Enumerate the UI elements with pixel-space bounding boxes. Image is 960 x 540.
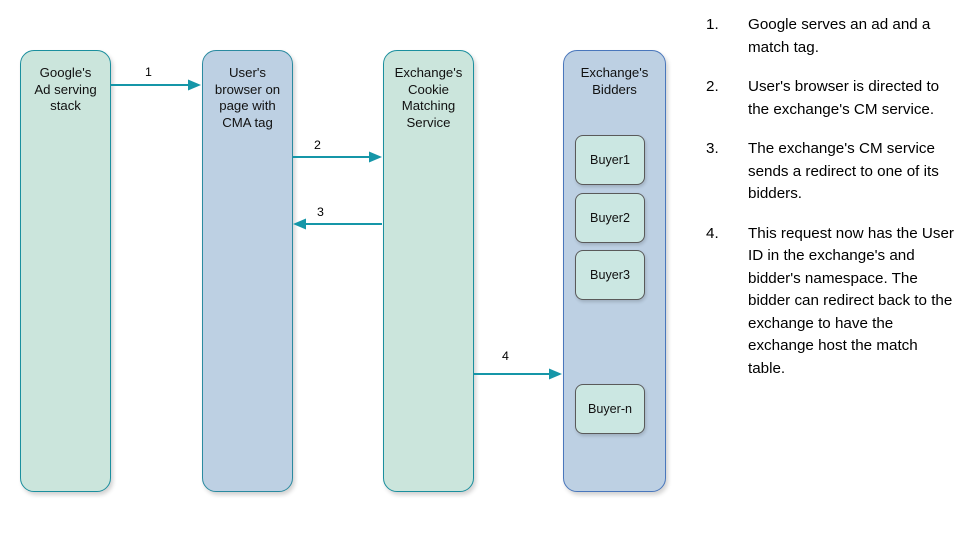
buyer-box-buyer-n[interactable]: Buyer-n: [575, 384, 645, 434]
buyer-box-buyer-2[interactable]: Buyer2: [575, 193, 645, 243]
buyer-label: Buyer2: [590, 211, 630, 225]
step-item: 1. Google serves an ad and a match tag.: [706, 14, 956, 59]
step-item: 4. This request now has the User ID in th…: [706, 223, 956, 381]
arrow-arrow-2: [293, 151, 382, 163]
step-item: 3. The exchange's CM service sends a redi…: [706, 138, 956, 206]
buyer-label: Buyer-n: [587, 402, 633, 416]
step-number: 4.: [706, 224, 719, 242]
node-label: Exchange's Cookie Matching Service: [394, 65, 463, 130]
arrow-number-label-4: 4: [502, 349, 509, 363]
arrow-number-label-2: 2: [314, 138, 321, 152]
step-number: 2.: [706, 78, 719, 95]
arrow-number-label-1: 1: [145, 65, 152, 79]
buyer-label: Buyer3: [590, 268, 630, 282]
steps-list: 1. Google serves an ad and a match tag. 2.…: [706, 14, 956, 397]
step-text: Google serves an ad and a match tag.: [748, 16, 931, 56]
node-exchange-cookie-matching-service[interactable]: Exchange's Cookie Matching Service: [383, 50, 474, 492]
buyer-label: Buyer1: [590, 153, 630, 167]
node-user-browser[interactable]: User's browser on page with CMA tag: [202, 50, 293, 492]
step-text: The exchange's CM service sends a redire…: [748, 140, 939, 202]
node-label: User's browser on page with CMA tag: [214, 65, 281, 130]
buyer-box-buyer-3[interactable]: Buyer3: [575, 250, 645, 300]
arrow-arrow-4: [474, 368, 562, 380]
step-text: User's browser is directed to the exchan…: [748, 78, 940, 118]
arrow-arrow-3: [293, 218, 382, 230]
step-text: This request now has the User ID in the …: [748, 224, 954, 377]
step-number: 3.: [706, 140, 719, 157]
arrow-arrow-1: [111, 79, 201, 91]
step-number: 1.: [706, 16, 719, 33]
step-item: 2. User's browser is directed to the exch…: [706, 76, 956, 121]
arrow-number-label-3: 3: [317, 205, 324, 219]
buyer-box-buyer-1[interactable]: Buyer1: [575, 135, 645, 185]
node-label: Exchange's Bidders: [580, 65, 649, 97]
node-google-ad-serving-stack[interactable]: Google's Ad serving stack: [20, 50, 111, 492]
node-label: Google's Ad serving stack: [34, 65, 97, 113]
